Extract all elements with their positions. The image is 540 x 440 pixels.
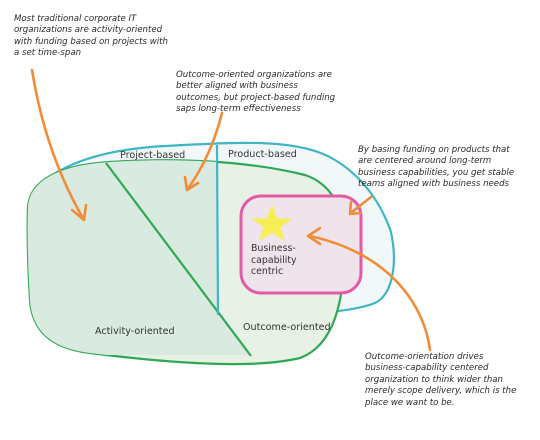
arrow-to-project-head <box>183 175 200 192</box>
project-based-area <box>27 160 250 355</box>
outcome-note: Outcome-oriented organizations are bette… <box>176 70 336 115</box>
arrow-to-center <box>308 234 432 352</box>
project-based-label: Project-based <box>120 150 186 161</box>
arrow-to-product <box>350 195 373 214</box>
arrows <box>30 68 432 352</box>
arrow-to-product-head <box>348 200 363 216</box>
arrow-to-activity <box>30 68 86 222</box>
arrow-to-project <box>185 111 224 192</box>
activity-note: Most traditional corporate IT organizati… <box>14 14 168 59</box>
product-note: By basing funding on products that are c… <box>358 145 515 190</box>
star-icon <box>251 204 293 242</box>
product-based-label: Product-based <box>228 149 297 160</box>
outcome-oriented-label: Outcome-oriented <box>243 322 331 333</box>
activity-oriented-label: Activity-oriented <box>95 326 175 337</box>
business-capability-label: Business- capability centric <box>251 243 297 278</box>
capability-note: Outcome-orientation drives business-capa… <box>365 352 517 408</box>
arrow-to-activity-head <box>70 203 88 222</box>
activity-outcome-divider <box>105 162 252 357</box>
arrow-to-center-head <box>306 226 322 246</box>
project-product-divider <box>215 144 220 316</box>
